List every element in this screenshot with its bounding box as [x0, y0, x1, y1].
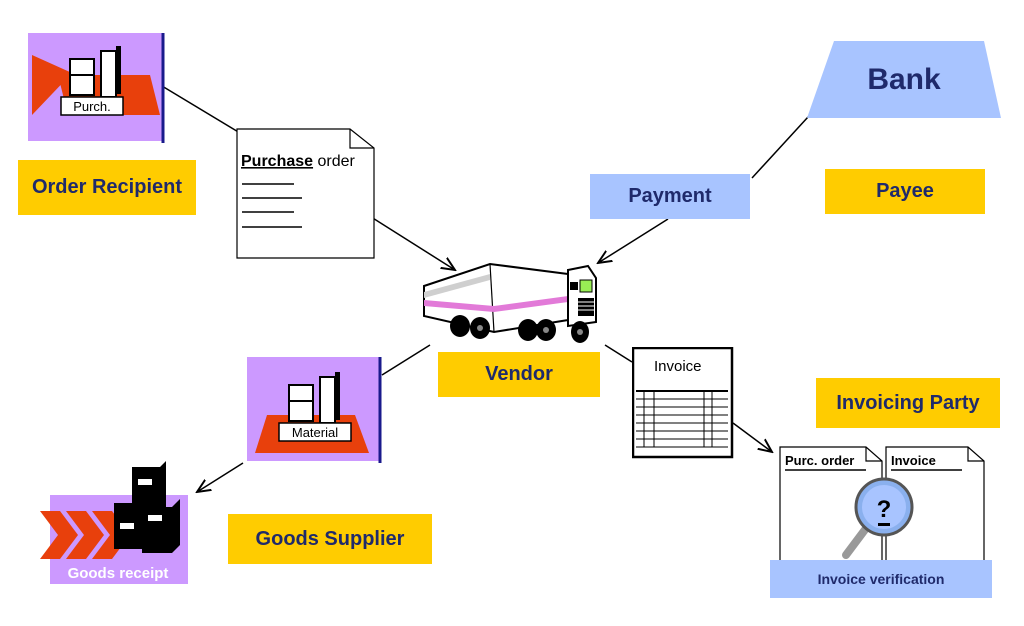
bank-label: Bank	[867, 63, 941, 96]
purchase-order-document: Purchase order	[236, 128, 376, 260]
invoice-verification-group: Purc. order Invoice ? Invoice verificati…	[770, 443, 994, 599]
line-bank-to-payment	[751, 116, 809, 179]
invoice-doc-title: Invoice	[654, 358, 702, 375]
truck-icon	[420, 256, 600, 346]
magnifier-question-mark: ?	[877, 496, 892, 523]
line-purch-to-po	[161, 85, 241, 134]
arrow-invoice-to-verification	[732, 422, 772, 452]
material-icon-label: Material	[292, 425, 338, 440]
arrow-payment-to-vendor	[598, 218, 669, 263]
order-recipient-label: Order Recipient	[18, 160, 196, 215]
goods-supplier-label: Goods Supplier	[228, 514, 432, 564]
payee-label: Payee	[825, 169, 985, 214]
purch-icon-label: Purch.	[73, 99, 111, 114]
purch-icon: Purch.	[28, 33, 166, 145]
goods-receipt-label: Goods receipt	[68, 565, 169, 582]
invoice-document: Invoice	[631, 346, 734, 459]
line-vendor-to-material	[381, 344, 431, 376]
invoice-small-doc-title: Invoice	[891, 453, 936, 468]
arrow-po-to-vendor	[367, 214, 455, 270]
invoice-verification-label: Invoice verification	[770, 560, 992, 598]
vendor-label: Vendor	[438, 352, 600, 397]
payment-label: Payment	[590, 174, 750, 219]
material-icon: Material	[247, 357, 385, 465]
arrow-material-to-goods-receipt	[197, 462, 244, 492]
goods-receipt-icon: Goods receipt	[40, 459, 192, 585]
invoicing-party-label: Invoicing Party	[816, 378, 1000, 428]
svg-text:Purchase order: Purchase order	[241, 153, 356, 170]
bank-shape: Bank	[806, 40, 1002, 119]
purc-order-doc-title: Purc. order	[785, 453, 854, 468]
line-vendor-to-invoice	[604, 344, 633, 363]
